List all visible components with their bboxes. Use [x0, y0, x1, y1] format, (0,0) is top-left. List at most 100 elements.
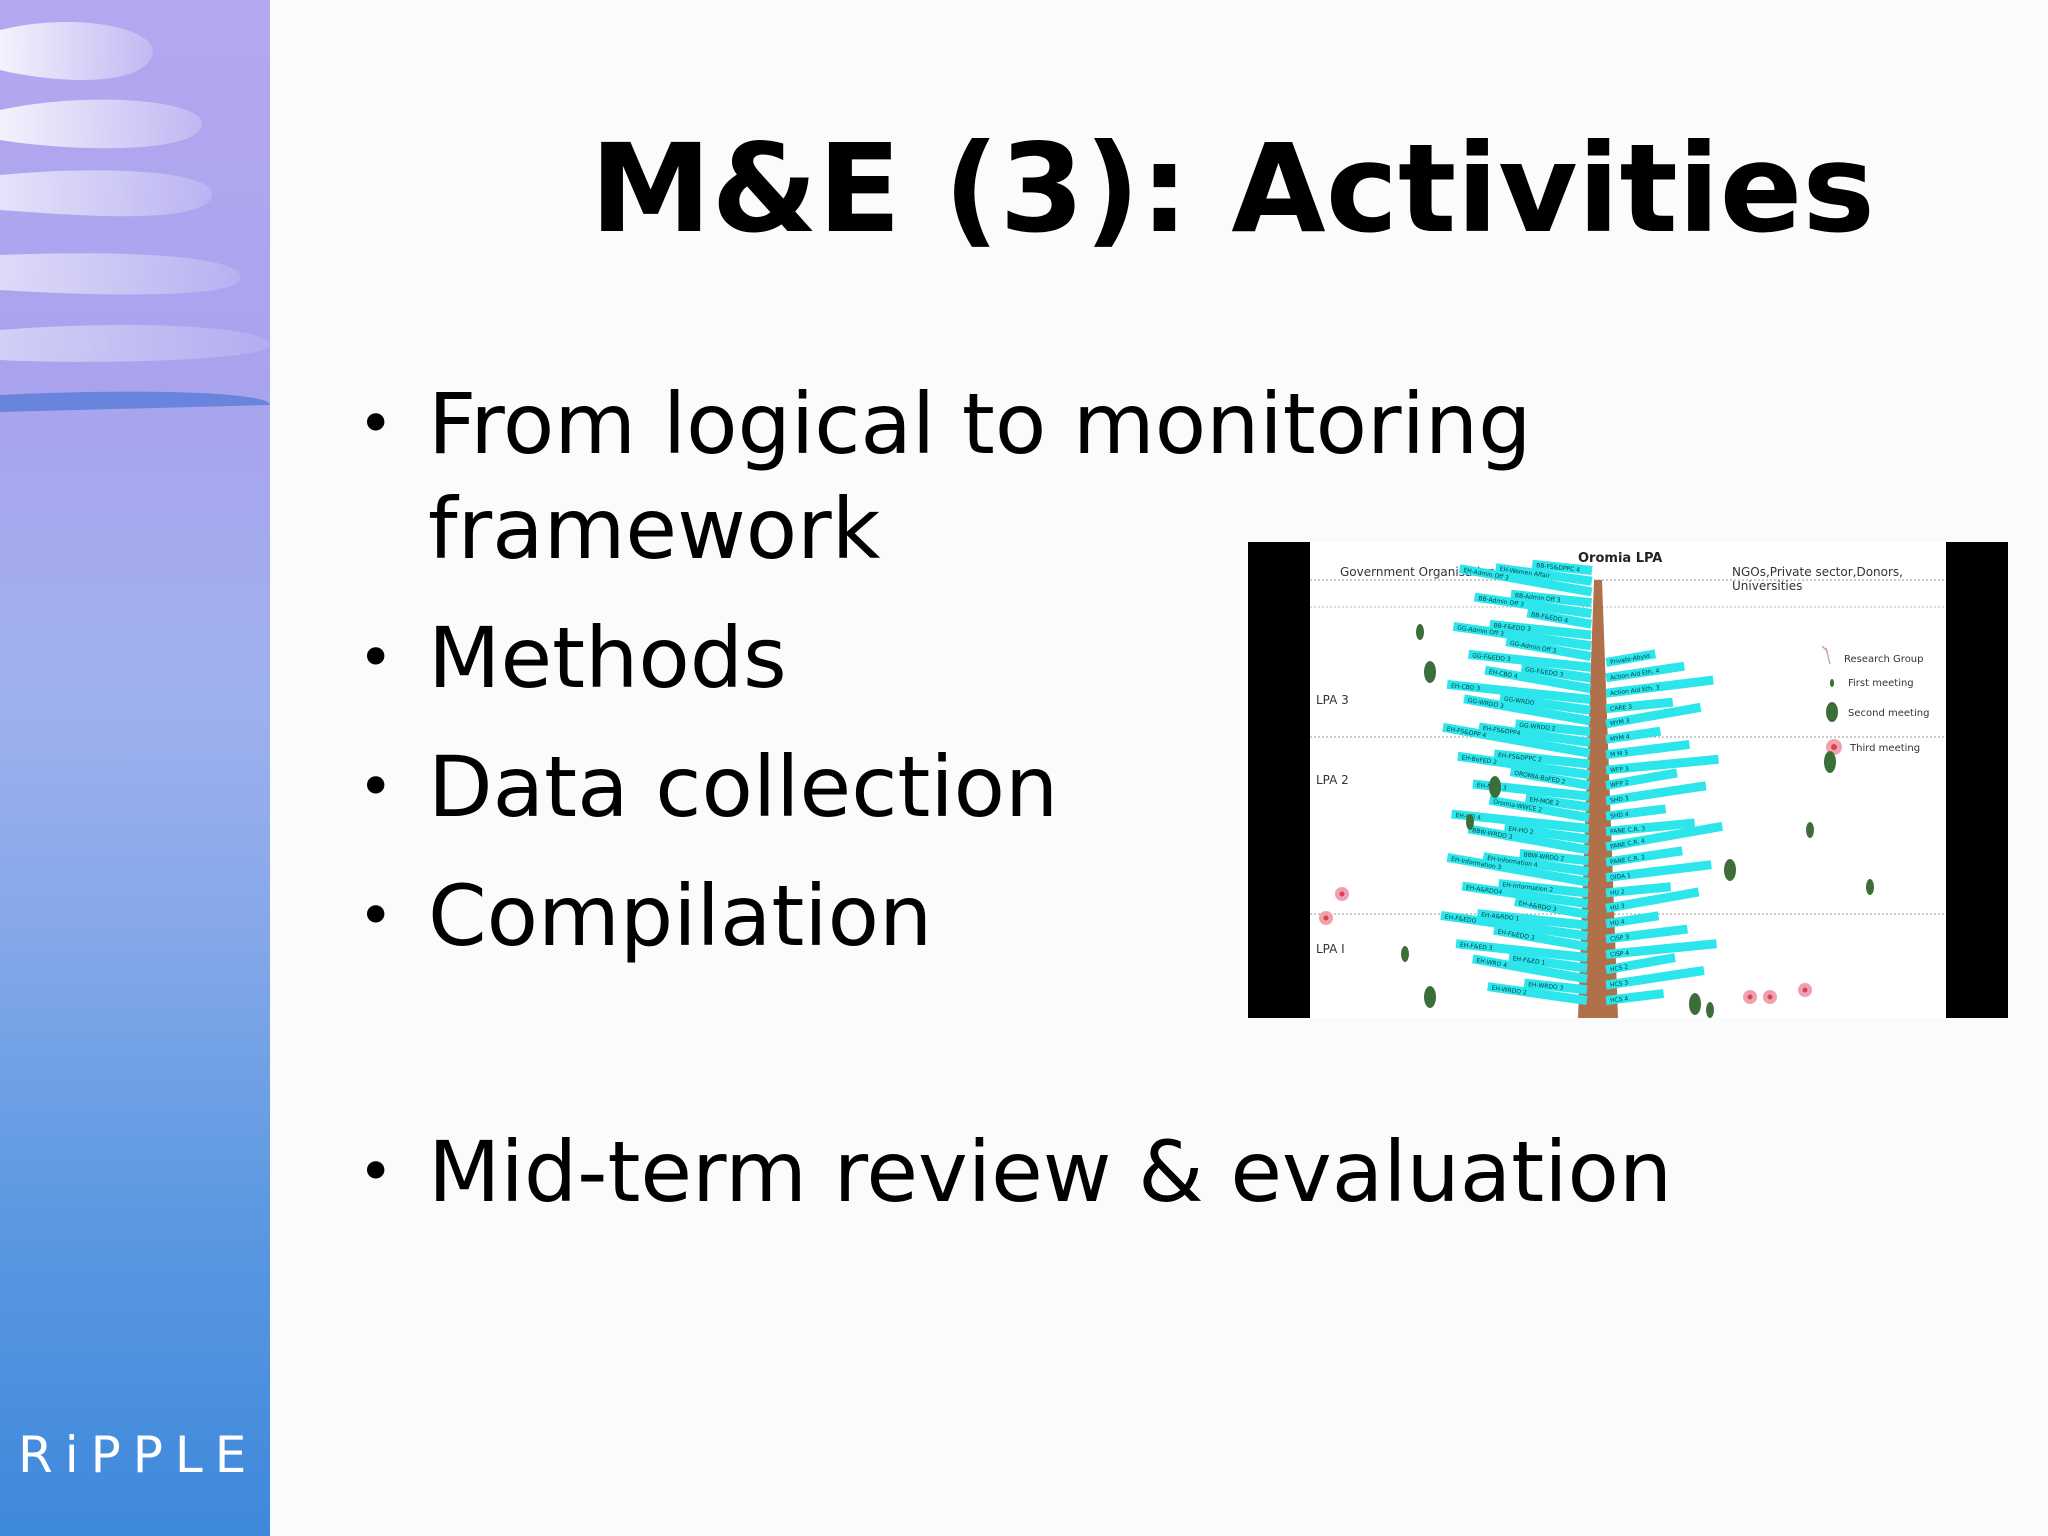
- branch-label: PANE C.R. 3: [1610, 825, 1646, 835]
- branch-label: EH-WRO 4: [1476, 957, 1508, 969]
- bullet-dot-icon: •: [358, 752, 394, 822]
- branch-bar: [1605, 702, 1702, 729]
- branch-bar: [1487, 982, 1588, 1005]
- branch-bar: [1505, 637, 1592, 661]
- branch-bar: [1605, 818, 1696, 836]
- bullet-item: • Methods: [358, 606, 787, 711]
- branch-label: EH-F&EDO: [1444, 913, 1477, 924]
- branch-label: EH-WRDO 2: [1491, 985, 1527, 997]
- activity-branch: HCS 2: [1605, 953, 1676, 975]
- activity-branch: SHD 4: [1605, 804, 1667, 821]
- leaf-icon: [1466, 814, 1474, 830]
- branch-bar: [1478, 722, 1591, 747]
- branch-label: SHD 3: [1610, 795, 1630, 805]
- branch-bar: [1605, 882, 1672, 898]
- activity-branch: Private-Abyss: [1605, 649, 1657, 667]
- activity-branch: SHD 3: [1605, 781, 1707, 806]
- sidebar-decoration: RiPPLE: [0, 0, 270, 1536]
- activity-branch: CISP 4: [1605, 939, 1717, 959]
- activity-branch: GG-WRDO 2: [1514, 719, 1591, 737]
- leaf-icon: [1806, 822, 1814, 838]
- bullet-dot-icon: •: [358, 389, 394, 459]
- activity-branch: HU 3: [1605, 887, 1700, 913]
- leaf-icon: [1866, 879, 1874, 895]
- activity-branch: HCS 4: [1605, 988, 1665, 1005]
- right-heading: Universities: [1732, 579, 1802, 593]
- branch-bar: [1525, 793, 1590, 812]
- branch-bar: [1488, 795, 1590, 823]
- branch-label: GG-WRDO 2: [1519, 722, 1556, 733]
- flower-center: [1339, 891, 1345, 897]
- bullet-item: • Data collection: [358, 735, 1058, 840]
- activity-branch: EH-BoFED 2: [1457, 751, 1591, 780]
- leaf-icon: [1689, 993, 1701, 1015]
- branch-label: OIDA 1: [1610, 872, 1632, 882]
- flower-center: [1802, 987, 1808, 993]
- bullet-text-line: framework: [428, 480, 881, 578]
- bullet-item: • From logical to monitoring framework: [358, 372, 1531, 582]
- bullet-item: • Mid-term review & evaluation: [358, 1120, 1672, 1225]
- branch-bar: [1484, 665, 1592, 694]
- branch-label: HCS 3: [1610, 979, 1629, 989]
- leaf-icon: [1416, 624, 1424, 640]
- leaf-icon: [1424, 661, 1436, 683]
- flower-center: [1747, 994, 1753, 1000]
- branch-label: EH-MOE 2: [1529, 796, 1560, 807]
- branch-label: EH-A&RDO 1: [1481, 912, 1520, 923]
- flower-center: [1767, 994, 1773, 1000]
- activity-branch: GG-F&EDO 3: [1467, 649, 1592, 672]
- leaf-icon: [1706, 1002, 1714, 1018]
- legend-label: Third meeting: [1849, 743, 1920, 754]
- branch-bar: [1514, 719, 1591, 737]
- branch-bar: [1605, 966, 1705, 990]
- bullet-text: Data collection: [428, 738, 1059, 836]
- branch-label: EH-WRDO 3: [1528, 981, 1564, 992]
- branch-label: MYM 4: [1610, 733, 1631, 743]
- branch-bar: [1605, 988, 1665, 1005]
- branch-bar: [1605, 821, 1724, 852]
- branch-bar: [1503, 822, 1590, 844]
- branch-label: EH-A&RDO4: [1466, 884, 1503, 896]
- level-label: LPA I: [1316, 942, 1345, 956]
- branch-label: HCS 2: [1610, 963, 1629, 973]
- branch-bar: [1605, 860, 1712, 883]
- branch-label: CARE 3: [1610, 704, 1633, 713]
- activity-branch: HU 4: [1605, 911, 1660, 929]
- branch-bar: [1605, 726, 1662, 744]
- branch-bar: [1467, 824, 1590, 855]
- right-heading: NGOs,Private sector,Donors,: [1732, 565, 1903, 579]
- activity-branch: WFP 3: [1605, 754, 1719, 775]
- branch-label: WFP 2: [1610, 779, 1630, 789]
- branch-bar: [1452, 621, 1592, 651]
- branch-label: BB-Admin Off 3: [1515, 592, 1562, 604]
- small-leaf-icon: [1830, 679, 1834, 687]
- branch-bar: [1605, 781, 1707, 806]
- leaf-icon: [1424, 986, 1436, 1008]
- figure-black-bar-left: [1248, 542, 1310, 1018]
- activity-branch: EH-F&ED 1: [1508, 952, 1588, 973]
- legend: Research Group First meeting Second meet…: [1821, 645, 1929, 755]
- activity-branch: OIDA 1: [1605, 860, 1712, 883]
- activity-branch: WFP 2: [1605, 768, 1678, 790]
- branch-label: CISP 4: [1610, 950, 1630, 959]
- branch-bar: [1455, 939, 1588, 962]
- branch-bar: [1451, 809, 1590, 833]
- leaves-and-flowers: [1319, 624, 1874, 1018]
- branch-bar: [1495, 563, 1593, 586]
- branch-label: EH-BoFED 2: [1461, 754, 1497, 766]
- branch-bar: [1457, 751, 1591, 780]
- branch-bar: [1514, 897, 1589, 919]
- branch-label: EH-FS&DPPC 2: [1498, 752, 1543, 764]
- branch-bar: [1531, 559, 1593, 575]
- activity-branch: EH-WRDO 3: [1523, 978, 1588, 995]
- branch-label: SHD 4: [1610, 811, 1630, 820]
- activity-branch: EH-FS&DPPC 2: [1493, 749, 1591, 769]
- leaf-icon: [1489, 776, 1501, 798]
- branch-bar: [1493, 925, 1589, 952]
- branch-label: GG-WRDO: [1503, 696, 1535, 707]
- branch-bar: [1605, 754, 1719, 775]
- activity-branch: EH-F&ED 3: [1455, 939, 1588, 962]
- bullet-dot-icon: •: [358, 623, 394, 693]
- tree-svg: Oromia LPA Government Organisations NGOs…: [1310, 551, 1946, 1018]
- bullet-dot-icon: •: [358, 1137, 394, 1207]
